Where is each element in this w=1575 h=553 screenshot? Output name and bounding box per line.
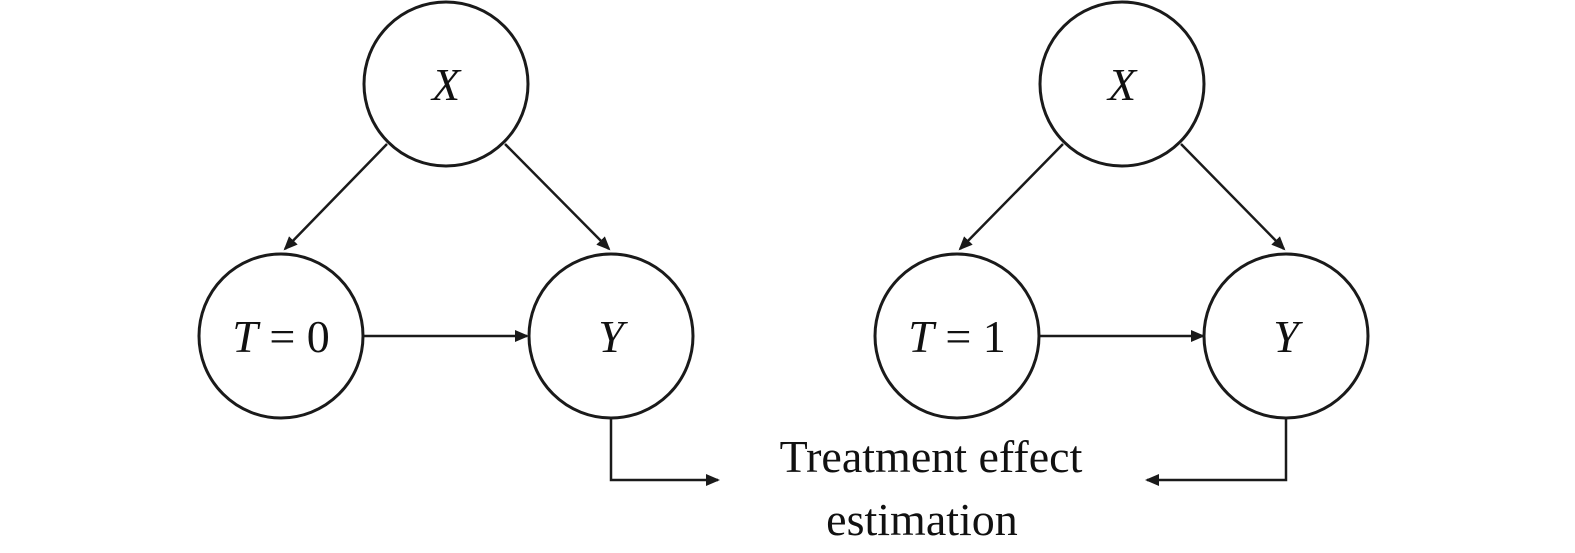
edge-y-to-estimation-right xyxy=(1145,419,1288,486)
node-x-left-circle xyxy=(362,0,530,168)
node-t-left-circle xyxy=(197,252,365,420)
node-t-right-circle xyxy=(873,252,1041,420)
edge-x-to-t-right xyxy=(958,143,1064,251)
node-y-right-circle xyxy=(1202,252,1370,420)
node-y-left-circle xyxy=(527,252,695,420)
node-t-left-value: 0 xyxy=(307,311,330,362)
node-x-right-label: X xyxy=(1106,59,1138,110)
node-t-right-var: T xyxy=(908,311,937,362)
node-t-left: T = 0 xyxy=(197,252,365,420)
node-y-right-label: Y xyxy=(1273,311,1303,362)
node-t-left-label: T = 0 xyxy=(232,311,330,362)
node-x-right: X xyxy=(1038,0,1206,168)
caption-line-2: estimation xyxy=(826,494,1018,545)
node-t-right-value: 1 xyxy=(983,311,1006,362)
node-x-left-label: X xyxy=(430,59,462,110)
node-x-left: X xyxy=(362,0,530,168)
edge-x-to-t-left xyxy=(283,143,388,251)
right-graph: X T = 1 Y xyxy=(873,0,1370,486)
edge-x-to-y-right xyxy=(1180,143,1286,251)
left-graph: X T = 0 Y xyxy=(197,0,720,486)
edge-y-to-estimation-left xyxy=(609,419,720,486)
node-y-left-label: Y xyxy=(598,311,628,362)
node-y-left: Y xyxy=(527,252,695,420)
node-t-left-var: T xyxy=(232,311,261,362)
node-x-right-circle xyxy=(1038,0,1206,168)
node-y-right: Y xyxy=(1202,252,1370,420)
estimation-caption: Treatment effect estimation xyxy=(780,431,1083,545)
node-t-right: T = 1 xyxy=(873,252,1041,420)
node-t-right-label: T = 1 xyxy=(908,311,1006,362)
caption-line-1: Treatment effect xyxy=(780,431,1083,482)
edge-x-to-y-left xyxy=(504,143,611,251)
node-t-right-op: = xyxy=(934,311,983,362)
node-t-left-op: = xyxy=(258,311,307,362)
